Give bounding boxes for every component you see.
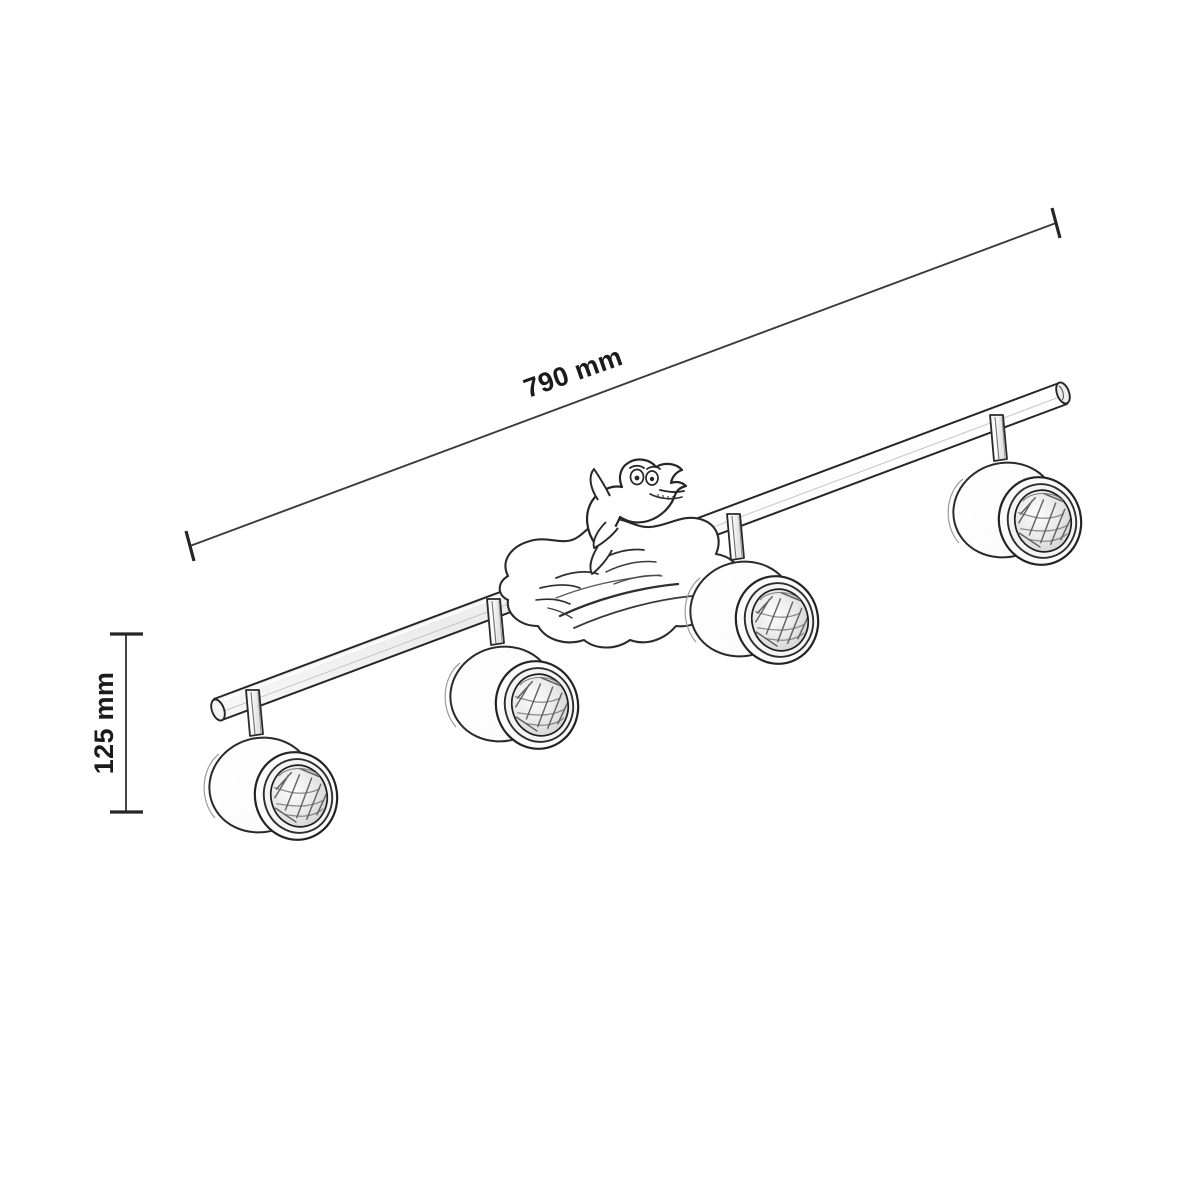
dolphin-on-wave-decoration — [498, 458, 744, 649]
dolphin-pupil-right — [649, 476, 655, 482]
wave-flow-line-1 — [558, 582, 680, 618]
dolphin-flipper — [592, 521, 619, 549]
splash-droplet-1 — [555, 571, 599, 579]
splash-droplet-7 — [613, 574, 663, 585]
dimension-line-diagonal — [189, 222, 1057, 547]
dolphin-dorsal-fin — [589, 468, 611, 501]
splash-droplet-6 — [605, 560, 657, 573]
dolphin-teeth — [657, 494, 674, 500]
dolphin-pupil-left — [634, 475, 640, 481]
dimension-tick-right-icon — [1050, 207, 1062, 239]
splash-droplet-3 — [535, 598, 571, 605]
splash-droplet-4 — [547, 607, 573, 619]
dolphin-mouth — [659, 489, 685, 494]
bar-end-cap-left-icon — [210, 698, 226, 722]
splash-droplet-2 — [539, 584, 581, 589]
dimension-height-125mm: 125 mm — [89, 632, 143, 814]
dolphin-tail — [589, 545, 613, 575]
dolphin-icon — [586, 458, 688, 547]
dolphin-eyebrow-right — [646, 465, 661, 470]
dolphin-jaw — [649, 493, 683, 500]
dimension-tick-left-icon — [184, 530, 196, 562]
wave-flow-line-2 — [573, 595, 693, 629]
dolphin-eyebrow-left — [629, 464, 645, 469]
dimension-label-height: 125 mm — [89, 672, 119, 774]
dimension-label-length: 790 mm — [520, 341, 627, 403]
bar-end-cap-right-detail — [1058, 385, 1064, 401]
